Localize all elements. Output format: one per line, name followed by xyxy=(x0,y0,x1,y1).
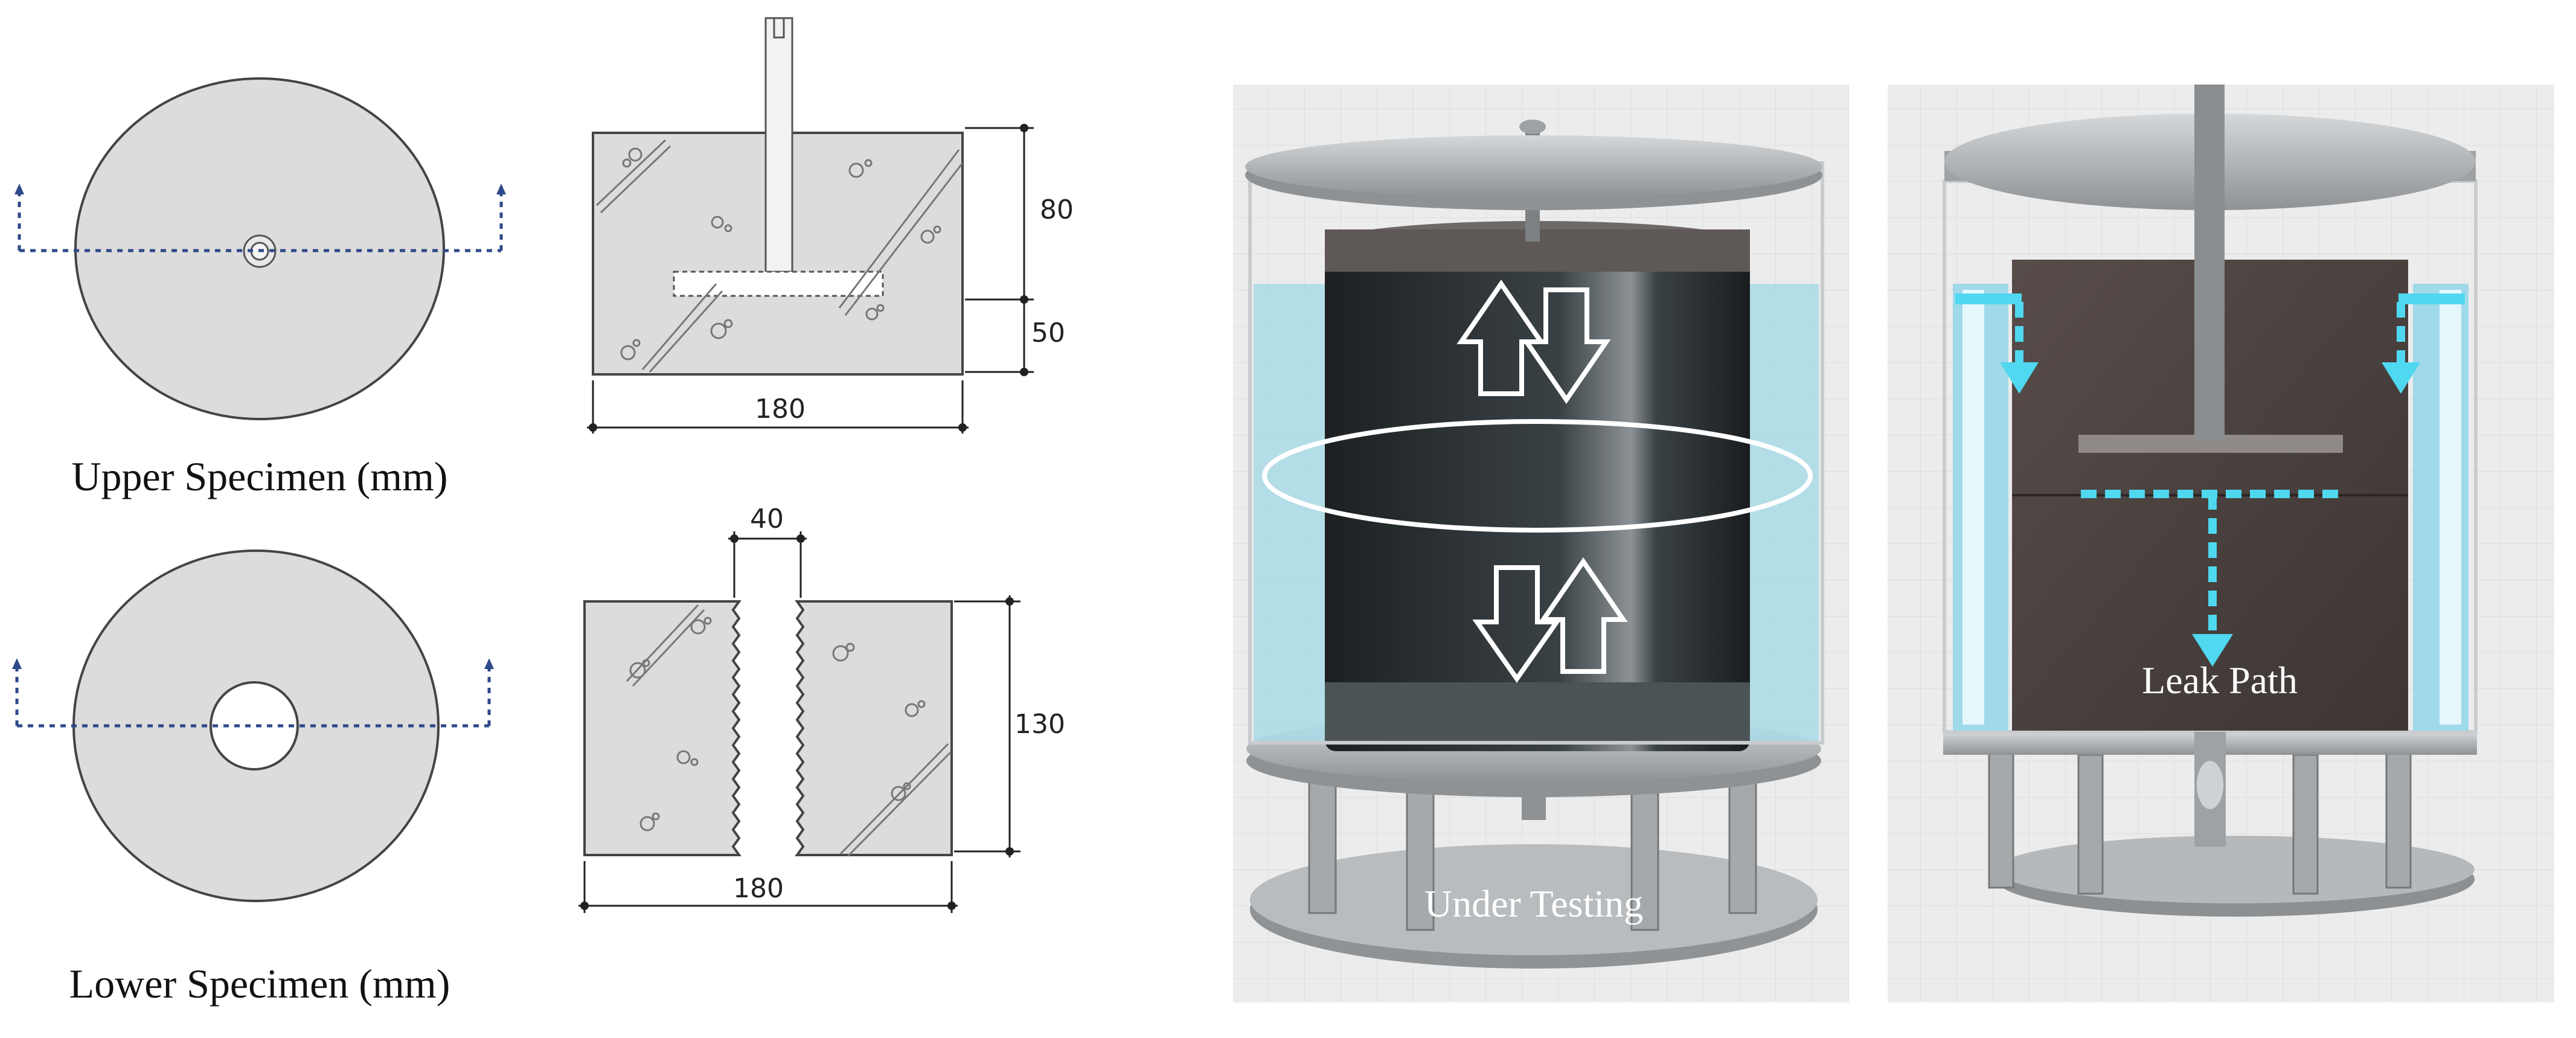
upper-specimen-section: 80 50 180 xyxy=(587,17,1074,434)
lower-specimen-section: 40 130 180 xyxy=(578,504,1065,913)
leak-path-label: Leak Path xyxy=(2142,659,2298,702)
dim-lower-180: 180 xyxy=(733,873,784,904)
section-line-upper xyxy=(18,192,503,252)
section-line-lower xyxy=(15,667,491,728)
testing-render-panel: Under Testing xyxy=(1233,85,1849,1002)
dim-lower-130: 130 xyxy=(1014,709,1065,740)
upper-specimen-caption: Upper Specimen (mm) xyxy=(71,453,447,499)
dim-lower-40: 40 xyxy=(750,504,784,534)
dim-upper-180: 180 xyxy=(755,394,806,424)
leak-render-panel: Leak Path xyxy=(1888,85,2554,1002)
dim-upper-80: 80 xyxy=(1040,194,1074,225)
lower-specimen-caption: Lower Specimen (mm) xyxy=(69,961,450,1007)
under-testing-label: Under Testing xyxy=(1424,882,1643,925)
upper-specimen-plan xyxy=(14,77,506,420)
lower-specimen-plan xyxy=(12,549,494,902)
dim-upper-50: 50 xyxy=(1031,318,1065,348)
